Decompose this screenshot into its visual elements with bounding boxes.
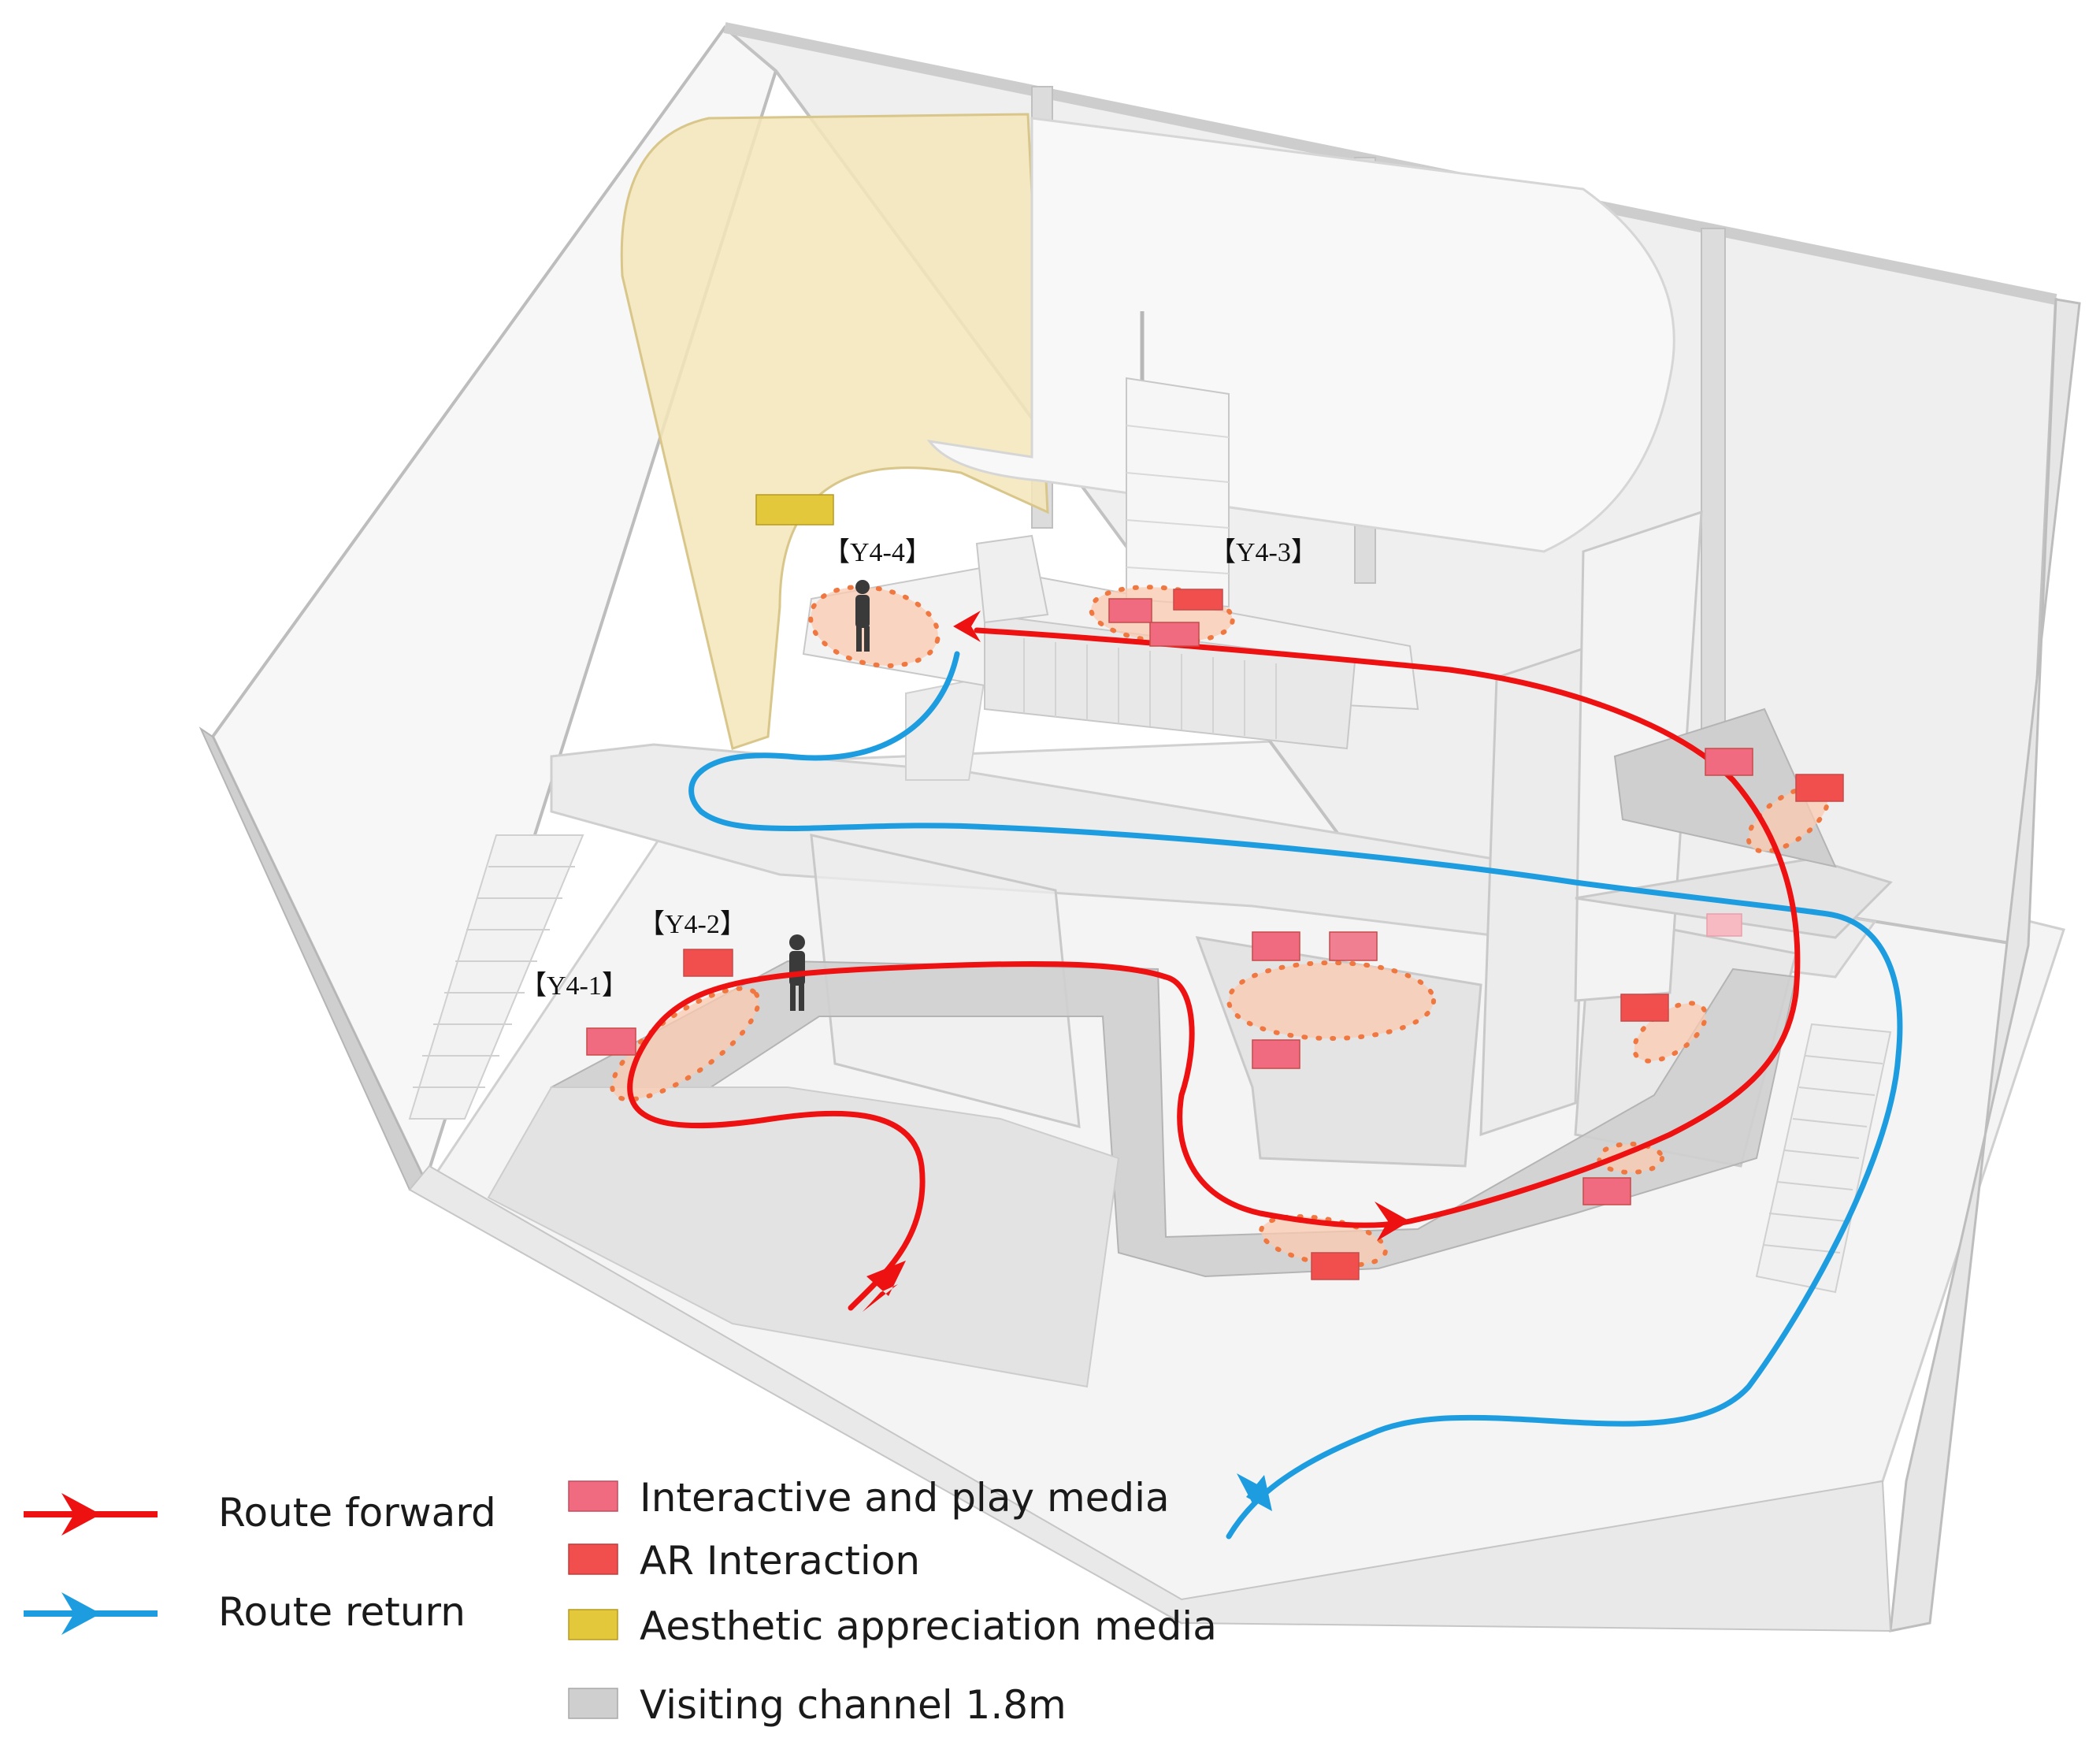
person-icon [855,580,870,652]
hotspot-right-3 [1597,1142,1664,1175]
ar-interaction-marker [1329,931,1378,961]
route-forward-line [627,627,1801,1311]
interactive-media-marker [586,1027,636,1056]
route-arrow-icon-forward-3 [953,611,981,642]
hotspot-right-2 [1631,1001,1709,1064]
interactive-media-marker [1252,1039,1300,1069]
route-arrow-icon-forward-1 [863,1261,906,1312]
zone-label-y4-4: 【Y4-4】 [823,538,932,567]
left-staircase [408,834,584,1120]
hotspot-center [1226,960,1436,1041]
interactive-media-marker [1252,931,1300,961]
zone-label-y4-1: 【Y4-1】 [520,971,629,1001]
interactive-media-marker [1149,622,1200,647]
zone-label-y4-3: 【Y4-3】 [1209,538,1318,567]
legend-route-forward: Route forward [24,1490,496,1536]
ar-interaction-marker [1311,1252,1360,1280]
hotspot-y4-1 [610,986,761,1102]
route-arrow-icon-legend-forward [61,1493,101,1536]
legend-visiting-channel: Visiting channel 1.8m [568,1682,1067,1728]
legend-ar-interaction: AR Interaction [568,1538,920,1584]
svg-text:Visiting channel 1.8m: Visiting channel 1.8m [640,1682,1067,1728]
route-return-line [688,651,1903,1540]
svg-text:Interactive and play media: Interactive and play media [640,1475,1170,1521]
zone-label-y4-2: 【Y4-2】 [638,910,747,939]
ar-interaction-marker [1795,774,1844,802]
route-arrow-icon [1237,1473,1272,1511]
ar-interaction-marker [1620,994,1669,1022]
zone-labels: 【Y4-4】 【Y4-3】 【Y4-2】 【Y4-1】 [520,538,1318,1001]
front-base [408,1164,1892,1632]
visiting-channel [487,708,1837,1388]
route-arrow-icon-forward-2 [1375,1202,1410,1241]
interactive-media-marker [1108,598,1152,623]
interactive-media-marker [1705,748,1753,776]
aesthetic-appreciation-wall [620,113,1675,750]
legend: Route forward Route return Interactive a… [24,1475,1217,1728]
svg-text:AR Interaction: AR Interaction [640,1538,920,1584]
route-arrow-icon-legend-return [61,1592,101,1635]
svg-text:Route forward: Route forward [218,1490,496,1536]
legend-aesthetic-media: Aesthetic appreciation media [568,1603,1217,1649]
ar-interaction-marker [1173,589,1223,611]
hotspot-y4-4 [808,585,941,668]
interactive-media-marker-faded [1706,913,1742,937]
media-markers [586,494,1844,1280]
right-staircase [1755,1023,1892,1294]
interactive-media-marker [1582,1177,1631,1205]
svg-text:Aesthetic appreciation media: Aesthetic appreciation media [640,1603,1217,1649]
legend-interactive-media: Interactive and play media [568,1475,1170,1521]
legend-route-return: Route return [24,1589,466,1635]
aesthetic-media-marker [755,494,834,526]
ar-interaction-marker [683,949,733,977]
svg-text:Route return: Route return [218,1589,466,1635]
